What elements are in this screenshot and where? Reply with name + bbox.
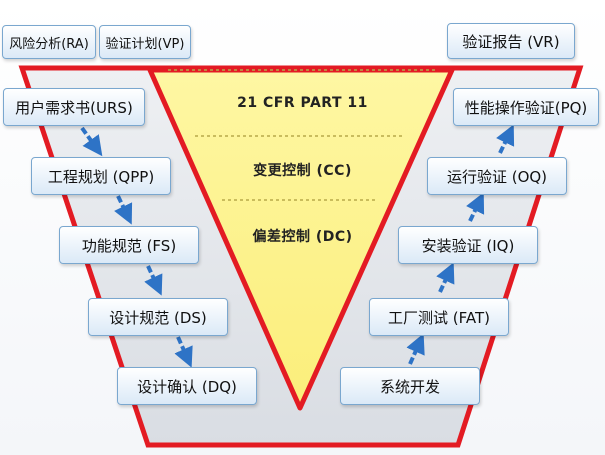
arrow-qpp-fs	[114, 195, 133, 225]
arrow-fs-ds	[144, 265, 163, 296]
change-control-label: 变更控制 (CC)	[253, 163, 352, 179]
step-oq: 运行验证 (OQ)	[427, 157, 567, 195]
step-fs: 功能规范 (FS)	[59, 226, 199, 264]
step-urs: 用户需求书(URS)	[3, 88, 145, 126]
arrow-dev-fat	[406, 333, 425, 365]
arrow-urs-qpp	[80, 126, 103, 157]
step-dq: 设计确认 (DQ)	[117, 367, 257, 405]
validation-plan-box: 验证计划(VP)	[99, 25, 191, 59]
step-qpp: 工程规划 (QPP)	[31, 157, 171, 195]
step-ds: 设计规范 (DS)	[88, 298, 228, 336]
regulation-label: 21 CFR PART 11	[237, 95, 368, 111]
step-iq: 安装验证 (IQ)	[398, 226, 538, 264]
step-system-dev: 系统开发	[340, 367, 480, 405]
validation-report-box: 验证报告 (VR)	[447, 23, 575, 59]
deviation-control-label: 偏差控制 (DC)	[252, 229, 353, 245]
risk-analysis-box: 风险分析(RA)	[2, 25, 96, 59]
step-pq: 性能操作验证(PQ)	[453, 88, 599, 126]
arrow-ds-dq	[174, 336, 193, 368]
arrow-fat-iq	[436, 262, 455, 293]
step-fat: 工厂测试 (FAT)	[369, 298, 509, 336]
arrow-iq-oq	[466, 192, 485, 222]
arrow-oq-pq	[496, 124, 515, 154]
